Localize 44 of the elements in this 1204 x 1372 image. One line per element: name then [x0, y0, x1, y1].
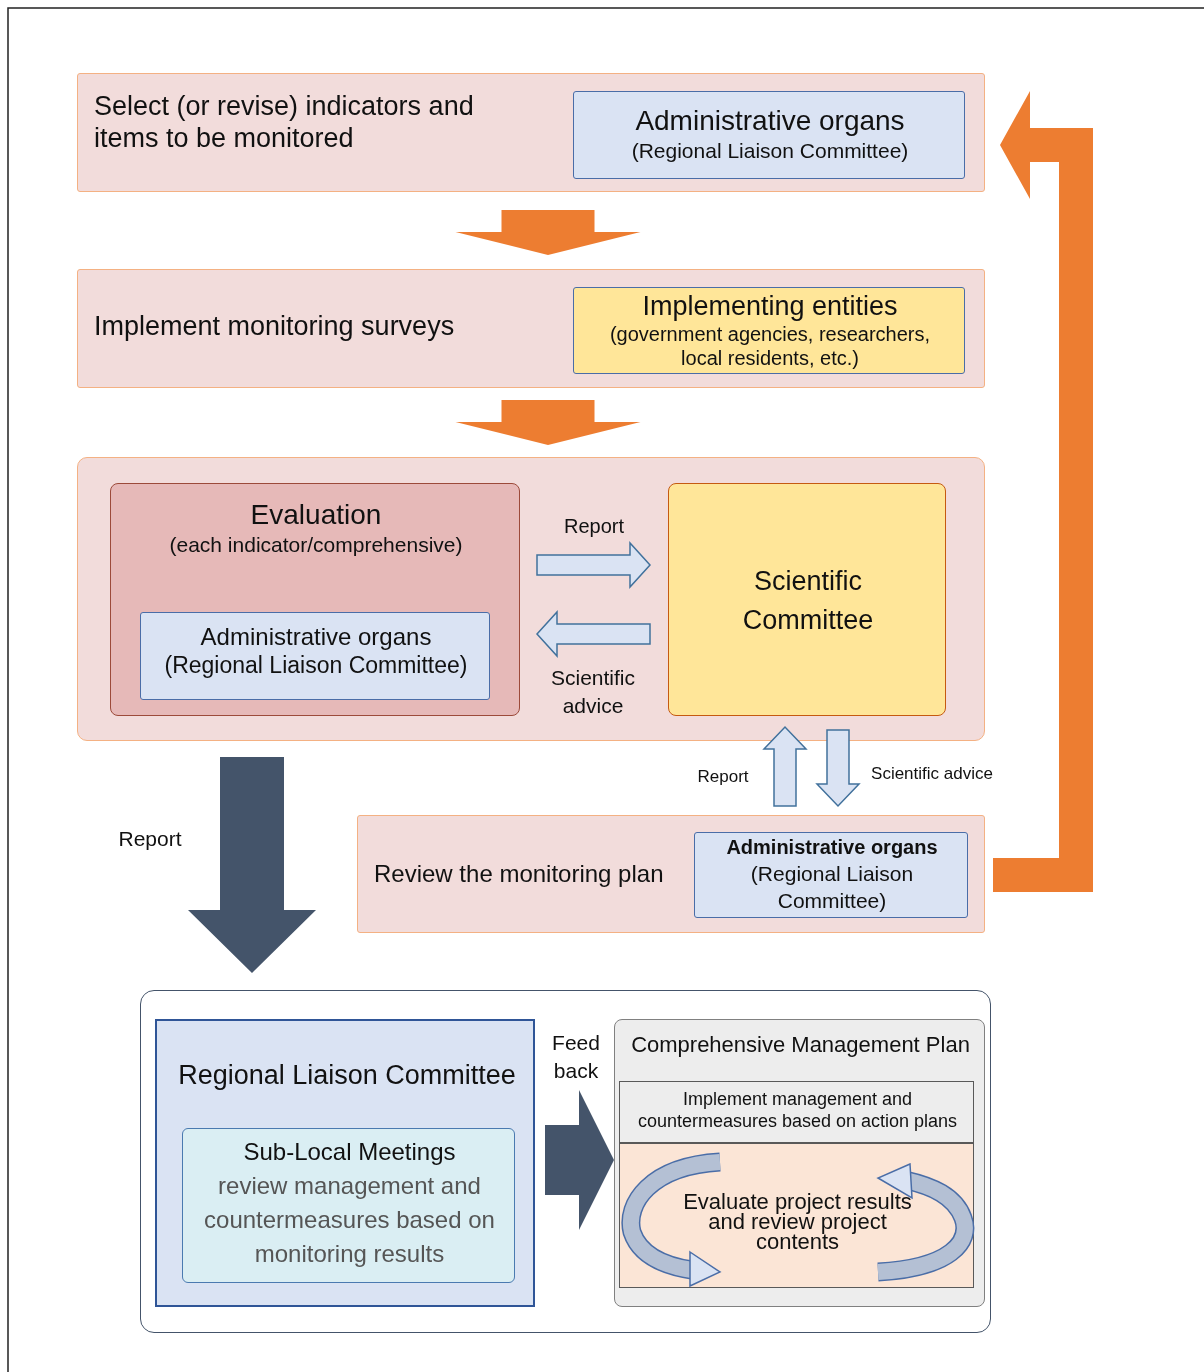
block-arrow: [993, 91, 1093, 892]
node-title: Administrative organs: [199, 623, 433, 652]
block-arrow: [455, 210, 641, 255]
block-arrow: [455, 400, 641, 445]
action-box: [619, 1081, 974, 1143]
organ-box: [694, 832, 968, 918]
step-band: [77, 457, 985, 741]
node-title: Implement management and countermeasures based on action plans: [636, 1089, 959, 1133]
block-arrow: [762, 725, 808, 807]
evaluation-box: [110, 483, 520, 716]
node-title: Evaluate project results and review project contents: [682, 1192, 913, 1252]
node-title: Evaluation: [249, 498, 383, 532]
organ-box: [140, 612, 490, 700]
organ-box: [573, 91, 965, 179]
node-title: Implement monitoring surveys: [94, 310, 456, 343]
node-title: Scientific Committee: [741, 565, 875, 638]
node-title: Sub-Local Meetings: [242, 1137, 457, 1167]
step-band: [77, 269, 985, 388]
block-arrow: [815, 729, 861, 808]
plan-box: [614, 1019, 985, 1307]
node-title: Implementing entities: [641, 290, 899, 323]
node-title: Administrative organs: [725, 835, 939, 860]
management-panel: [140, 990, 991, 1333]
block-arrow: [536, 541, 651, 589]
step-band: [357, 815, 985, 933]
committee-box: [668, 483, 946, 716]
block-arrow: [536, 610, 651, 658]
node-subtitle: (each indicator/comprehensive): [168, 531, 464, 557]
node-subtitle: (government agencies, researchers, local residents, etc.): [608, 322, 932, 371]
node-subtitle: review management and countermeasures based on monitoring results: [203, 1171, 496, 1270]
block-arrow: [545, 1090, 614, 1230]
node-title: Comprehensive Management Plan: [630, 1032, 971, 1059]
node-subtitle: (Regional Liaison Committee): [749, 861, 915, 915]
node-subtitle: (Regional Liaison Committee): [163, 651, 469, 680]
meeting-box: [182, 1128, 515, 1283]
step-band: [77, 73, 985, 192]
committee-box: [155, 1019, 535, 1307]
node-title: Review the monitoring plan: [374, 860, 665, 889]
node-title: Select (or revise) indicators and items to be monitored: [94, 90, 475, 155]
block-arrow: [188, 757, 316, 973]
node-subtitle: (Regional Liaison Committee): [630, 137, 910, 163]
node-title: Administrative organs: [634, 104, 906, 138]
node-title: Regional Liaison Committee: [177, 1059, 517, 1092]
entity-box: [573, 287, 965, 374]
